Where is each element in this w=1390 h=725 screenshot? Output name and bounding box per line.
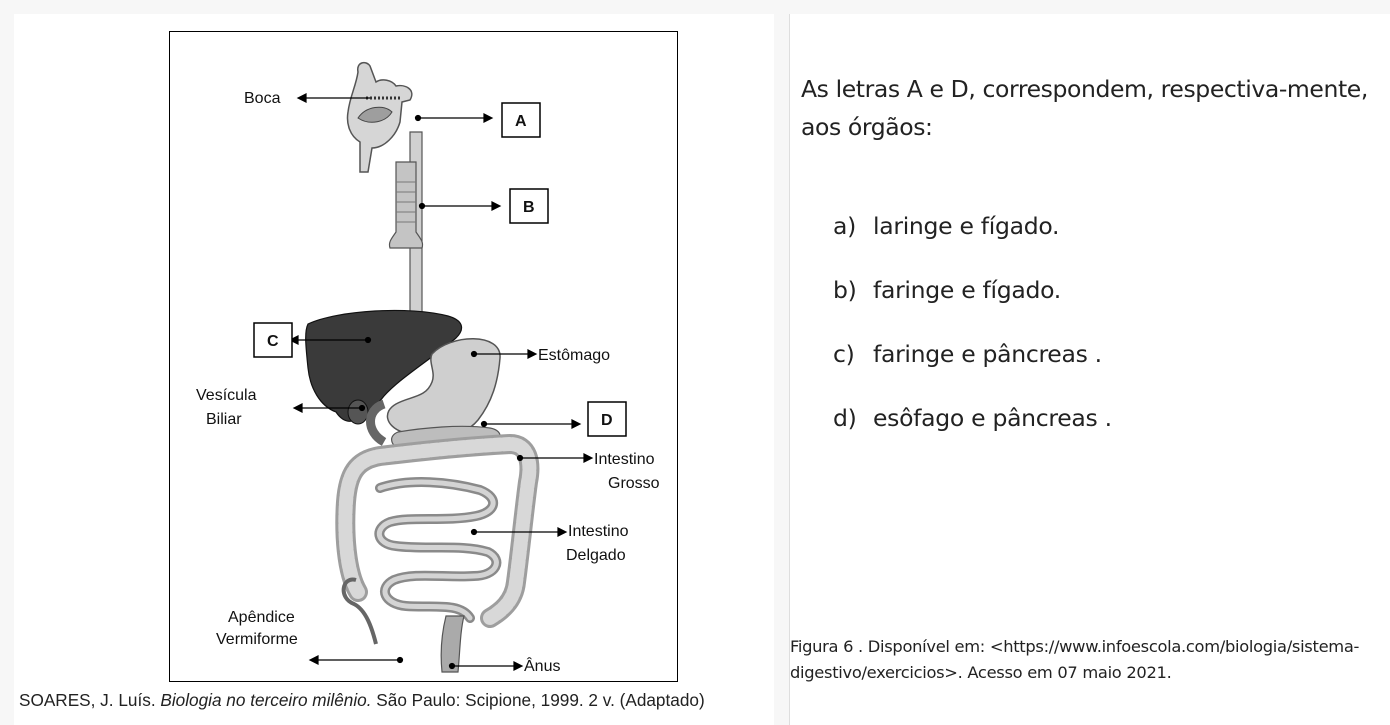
label-estomago: Estômago [538,347,610,364]
label-intestino-grosso: Intestino [594,451,655,468]
option-d-letter: d) [833,404,873,432]
caption-rest: São Paulo: Scipione, 1999. 2 v. (Adaptad… [376,690,704,710]
box-d-label: D [601,412,613,429]
label-apendice: Apêndice [228,609,295,626]
digestive-system-figure: A B C D Boca Estômago Vesícula Biliar In… [169,31,678,682]
caption-title: Biologia no terceiro milênio. [160,690,371,710]
option-b-letter: b) [833,276,873,304]
option-d[interactable]: d)esôfago e pâncreas . [833,404,1112,432]
box-b-label: B [523,199,535,216]
caption-author: SOARES, J. Luís. [19,690,156,710]
label-vesicula: Vesícula [196,387,257,404]
box-c-label: C [267,333,279,350]
label-boca: Boca [244,90,281,107]
option-a[interactable]: a)laringe e fígado. [833,212,1059,240]
option-a-letter: a) [833,212,873,240]
duodenum [371,404,385,442]
label-biliar: Biliar [206,411,242,428]
source-note: Figura 6 . Disponível em: <https://www.i… [790,634,1388,686]
figure-caption: SOARES, J. Luís. Biologia no terceiro mi… [19,690,779,711]
option-c-letter: c) [833,340,873,368]
box-a-label: A [515,113,527,130]
option-a-text: laringe e fígado. [873,212,1059,240]
label-vermiforme: Vermiforme [216,631,298,648]
option-c[interactable]: c)faringe e pâncreas . [833,340,1102,368]
option-b[interactable]: b)faringe e fígado. [833,276,1061,304]
label-delgado: Delgado [566,547,626,564]
option-d-text: esôfago e pâncreas . [873,404,1112,432]
question-text: As letras A e D, correspondem, respectiv… [801,70,1386,146]
large-intestine [345,444,529,618]
label-anus: Ânus [524,656,560,675]
question-panel: As letras A e D, correspondem, respectiv… [790,14,1390,725]
label-intestino-delgado: Intestino [568,523,629,540]
figure-panel: A B C D Boca Estômago Vesícula Biliar In… [14,14,774,725]
gallbladder [348,400,368,424]
option-c-text: faringe e pâncreas . [873,340,1102,368]
label-grosso: Grosso [608,475,660,492]
option-b-text: faringe e fígado. [873,276,1061,304]
digestive-system-diagram: A B C D Boca Estômago Vesícula Biliar In… [170,32,679,683]
